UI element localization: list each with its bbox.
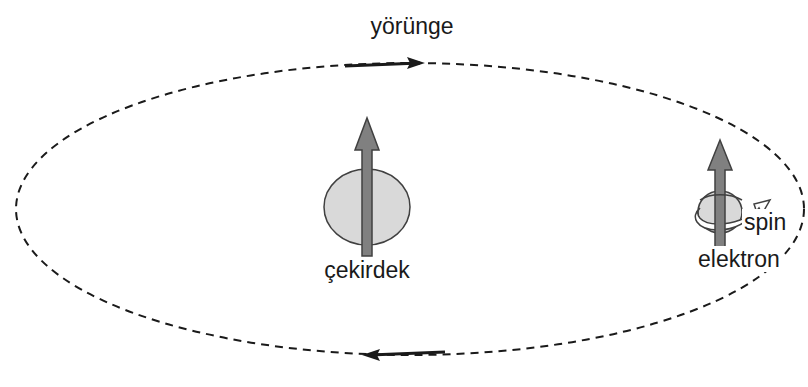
spin-rotation-back: [700, 195, 742, 200]
orbit-arrow-bottom: [370, 352, 445, 355]
orbit-arrowhead-bottom: [362, 349, 380, 361]
electron-spin-arrow: [708, 140, 732, 258]
orbit-ellipse: [16, 63, 804, 355]
orbit-label: yörünge: [368, 13, 455, 39]
spin-label: spin: [742, 209, 788, 235]
orbit-arrowhead-top: [407, 57, 425, 69]
electron-label: elektron: [696, 246, 782, 272]
nucleus-label: çekirdek: [322, 257, 412, 283]
nucleus-spin-arrow: [355, 118, 379, 256]
